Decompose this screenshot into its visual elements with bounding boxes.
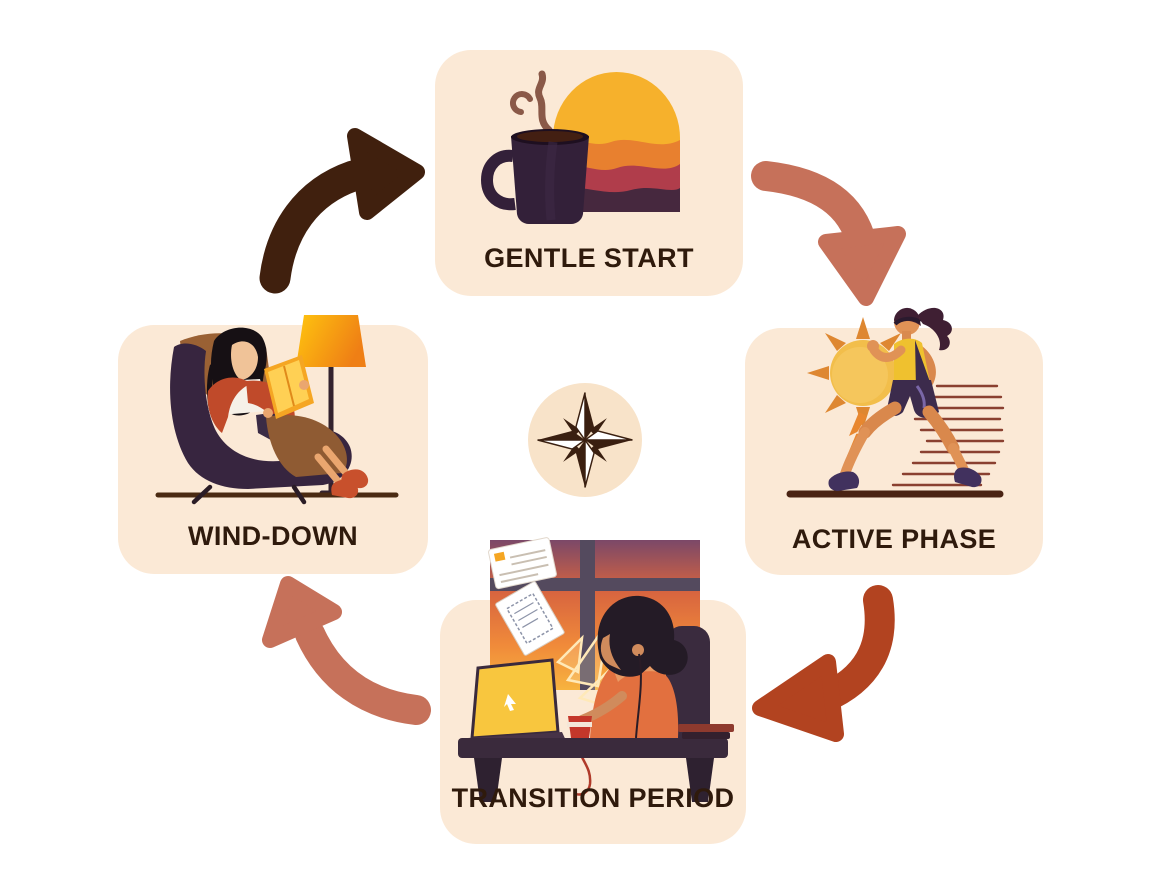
wind-down-illustration	[155, 315, 399, 505]
compass-rose-icon	[537, 392, 633, 488]
books-stack	[678, 724, 734, 739]
arrow-wind-down-to-gentle-start	[259, 128, 425, 294]
sun-icon	[807, 317, 901, 456]
transition-period-illustration	[458, 537, 734, 802]
center-circle	[528, 383, 642, 497]
gentle-start-illustration	[480, 70, 680, 224]
arrow-transition-period-to-wind-down	[262, 576, 431, 725]
node-label-gentle-start: GENTLE START	[484, 243, 694, 273]
runner	[828, 307, 982, 491]
node-card-active-phase: ACTIVE PHASE	[745, 307, 1043, 575]
steam-icon	[509, 70, 553, 134]
earbud-wire	[635, 653, 642, 739]
node-card-gentle-start: GENTLE START	[435, 50, 743, 296]
arrow-active-phase-to-transition-period	[752, 585, 895, 742]
active-phase-illustration	[786, 307, 1005, 498]
reading-woman	[206, 327, 369, 499]
desk	[458, 738, 728, 802]
coffee-mug-icon	[480, 129, 589, 224]
book-icon	[264, 355, 314, 419]
laptop-icon	[464, 658, 568, 749]
flying-sketch	[495, 581, 565, 656]
desk-worker	[577, 595, 710, 742]
flying-note	[488, 537, 557, 590]
node-card-wind-down: WIND-DOWN	[118, 315, 428, 574]
node-label-transition-period: TRANSITION PERIOD	[451, 783, 735, 813]
node-label-wind-down: WIND-DOWN	[187, 521, 359, 551]
node-label-active-phase: ACTIVE PHASE	[791, 524, 997, 554]
arrow-gentle-start-to-active-phase	[751, 161, 906, 306]
node-card-transition-period: TRANSITION PERIOD	[440, 537, 746, 844]
